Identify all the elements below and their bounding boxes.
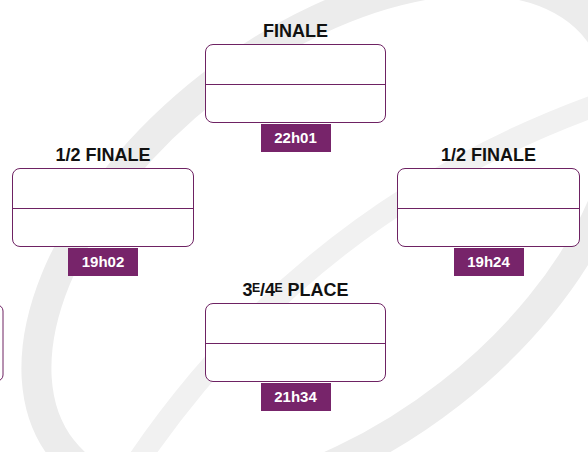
- time-badge: 21h34: [261, 383, 331, 411]
- round-heading: FINALE: [185, 18, 406, 44]
- team-divider: [13, 208, 193, 209]
- round-heading: 1/2 FINALE: [377, 142, 588, 168]
- time-badge: 22h01: [261, 124, 331, 152]
- partial-match-box: [0, 305, 3, 381]
- match-slot: FINALE22h01: [205, 18, 386, 153]
- match-slot: 3ᴱ/4ᴱ PLACE21h34: [205, 277, 386, 412]
- team-divider: [206, 343, 385, 344]
- round-heading: 3ᴱ/4ᴱ PLACE: [185, 277, 406, 303]
- match-box: [397, 168, 580, 247]
- time-badge: 19h24: [454, 248, 524, 276]
- match-slot: 1/2 FINALE19h02: [12, 142, 194, 277]
- match-slot: 1/2 FINALE19h24: [397, 142, 580, 277]
- team-divider: [398, 208, 579, 209]
- team-divider: [206, 84, 385, 85]
- round-heading: 1/2 FINALE: [0, 142, 214, 168]
- time-badge: 19h02: [68, 248, 138, 276]
- match-box: [12, 168, 194, 247]
- match-box: [205, 44, 386, 123]
- match-box: [205, 303, 386, 382]
